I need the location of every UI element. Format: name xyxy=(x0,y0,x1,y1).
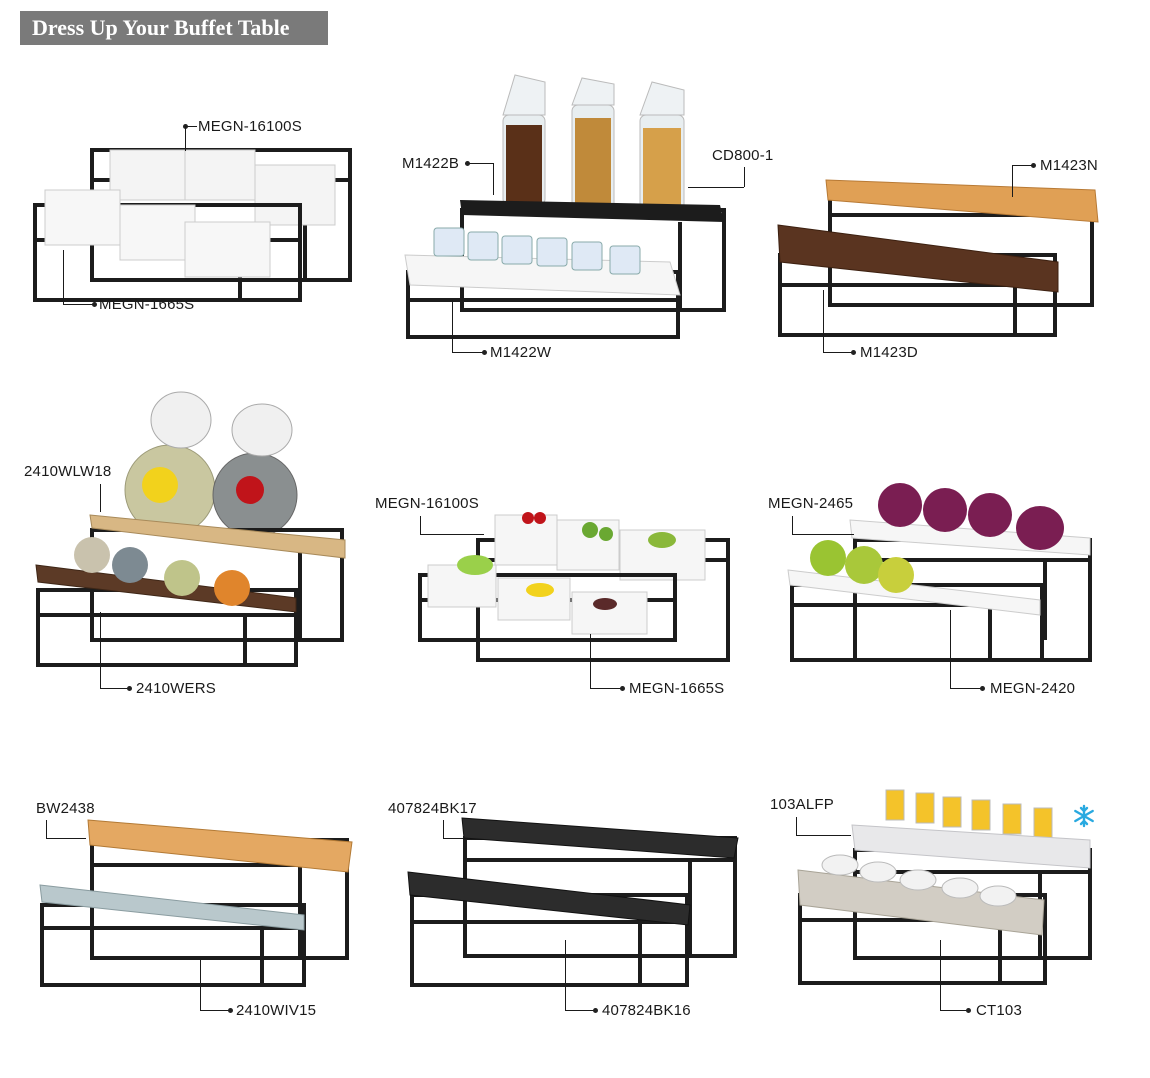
leader-line xyxy=(590,634,591,688)
leader-line xyxy=(452,352,484,353)
leader-line xyxy=(465,163,493,164)
leader-line xyxy=(950,610,951,688)
leader-line xyxy=(796,817,797,835)
leader-line xyxy=(100,484,101,512)
leader-line xyxy=(63,304,95,305)
leader-dot xyxy=(127,686,132,691)
riser-illustration xyxy=(418,512,730,662)
leader-line xyxy=(792,534,854,535)
riser-illustration xyxy=(777,179,1099,337)
product-code-top: M1423N xyxy=(1040,157,1098,174)
snowflake-icon xyxy=(1074,804,1094,828)
product-code-top: MEGN-16100S xyxy=(198,118,302,135)
leader-line xyxy=(63,250,64,304)
leader-dot xyxy=(980,686,985,691)
leader-line xyxy=(420,534,484,535)
product-code-top-left: M1422B xyxy=(402,155,460,172)
leader-line xyxy=(443,820,444,838)
leader-dot xyxy=(92,302,97,307)
leader-line xyxy=(100,612,101,688)
leader-line xyxy=(688,187,744,188)
leader-line xyxy=(796,835,851,836)
product-code-bottom: 407824BK16 xyxy=(602,1002,691,1019)
product-code-top: 2410WLW18 xyxy=(24,463,112,480)
leader-line xyxy=(452,300,453,352)
leader-line xyxy=(940,940,941,1010)
leader-line xyxy=(823,352,853,353)
leader-dot xyxy=(593,1008,598,1013)
leader-line xyxy=(200,960,201,1010)
leader-line xyxy=(185,126,186,151)
product-code-bottom: CT103 xyxy=(976,1002,1023,1019)
leader-dot xyxy=(851,350,856,355)
product-code-top: BW2438 xyxy=(36,800,95,817)
leader-line xyxy=(565,940,566,1010)
product-code-top: 407824BK17 xyxy=(388,800,477,817)
leader-line xyxy=(1012,165,1013,197)
product-code-bottom: M1423D xyxy=(860,344,918,361)
leader-line xyxy=(493,163,494,195)
riser-illustration xyxy=(35,391,346,667)
page-title: Dress Up Your Buffet Table xyxy=(20,11,328,45)
leader-line xyxy=(46,820,47,838)
leader-line xyxy=(185,126,197,127)
riser-illustration xyxy=(39,819,353,987)
product-code-bottom: M1422W xyxy=(490,344,552,361)
product-code-bottom: MEGN-1665S xyxy=(99,296,195,313)
riser-illustration xyxy=(407,817,739,987)
product-code-top: MEGN-2465 xyxy=(768,495,854,512)
leader-dot xyxy=(966,1008,971,1013)
riser-illustration xyxy=(787,483,1092,662)
leader-dot xyxy=(465,161,470,166)
leader-line xyxy=(443,838,463,839)
product-code-bottom: MEGN-1665S xyxy=(629,680,725,697)
leader-dot xyxy=(620,686,625,691)
product-code-bottom: 2410WIV15 xyxy=(236,1002,317,1019)
leader-line xyxy=(565,1010,595,1011)
product-code-top-right: CD800-1 xyxy=(712,147,774,164)
product-code-bottom: 2410WERS xyxy=(136,680,216,697)
product-code-bottom: MEGN-2420 xyxy=(990,680,1076,697)
leader-line xyxy=(46,838,86,839)
leader-dot xyxy=(228,1008,233,1013)
leader-line xyxy=(744,167,745,187)
leader-line xyxy=(792,516,793,534)
riser-illustration xyxy=(33,148,352,302)
leader-line xyxy=(100,688,128,689)
leader-dot xyxy=(1031,163,1036,168)
leader-line xyxy=(420,516,421,534)
leader-line xyxy=(1012,165,1033,166)
leader-line xyxy=(950,688,982,689)
product-code-top: MEGN-16100S xyxy=(375,495,479,512)
riser-illustration xyxy=(404,74,726,339)
leader-dot xyxy=(482,350,487,355)
leader-line xyxy=(200,1010,230,1011)
riser-illustration xyxy=(797,789,1092,985)
product-code-top: 103ALFP xyxy=(770,796,834,813)
leader-line xyxy=(823,290,824,352)
leader-line xyxy=(940,1010,968,1011)
leader-line xyxy=(590,688,622,689)
